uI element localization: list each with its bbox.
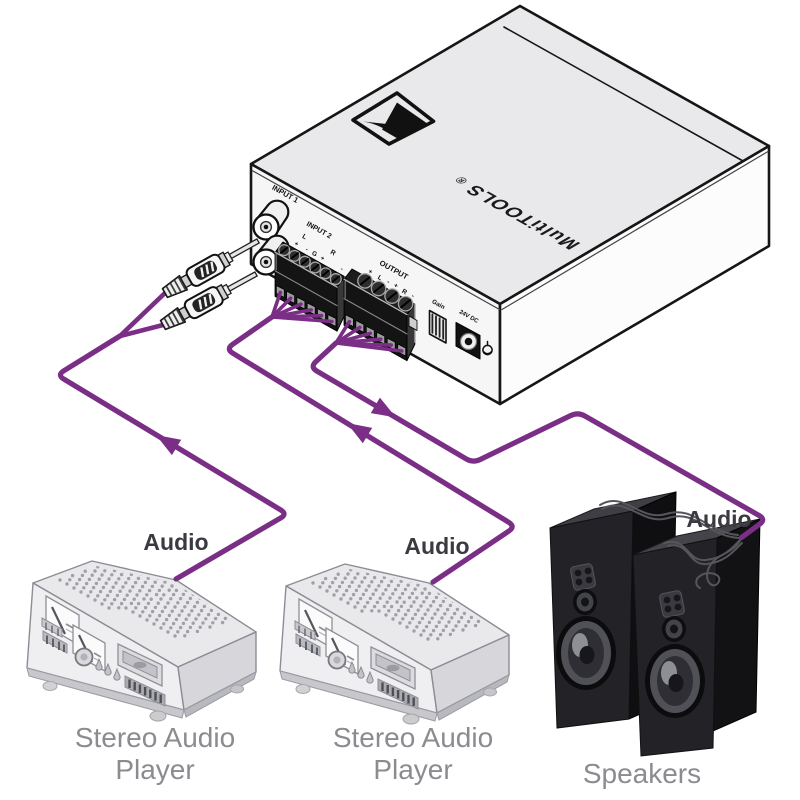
svg-text:Player: Player [115,754,194,785]
svg-text:Audio: Audio [686,506,751,532]
svg-text:G: G [310,250,318,259]
svg-text:Stereo Audio: Stereo Audio [75,722,235,753]
svg-text:-: - [386,279,391,286]
svg-text:Stereo Audio: Stereo Audio [333,722,493,753]
svg-text:+: + [319,255,326,263]
svg-text:L: L [301,233,308,241]
svg-text:+: + [293,240,300,248]
svg-text:-: - [339,266,344,273]
svg-text:R: R [329,249,337,258]
svg-text:Player: Player [373,754,452,785]
svg-text:Audio: Audio [404,533,469,559]
svg-text:Audio: Audio [143,529,208,555]
svg-text:R: R [400,288,408,297]
svg-text:Speakers: Speakers [583,758,701,789]
svg-text:-: - [304,246,309,253]
svg-text:L: L [376,274,383,282]
svg-text:+: + [367,268,374,276]
svg-text:+: + [392,282,399,290]
svg-text:-: - [410,293,415,300]
